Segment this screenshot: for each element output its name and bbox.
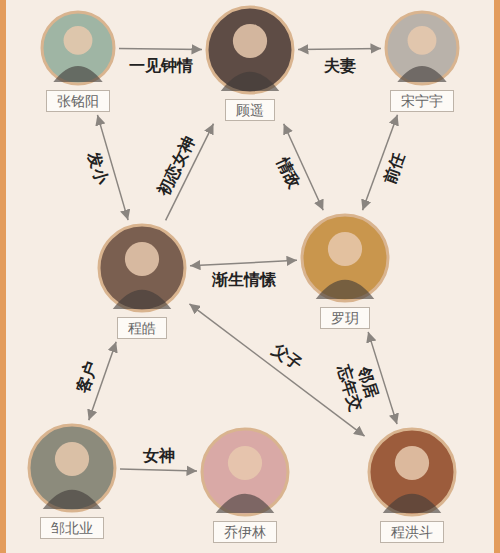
portrait-circle <box>205 5 295 95</box>
portrait-disc <box>207 7 293 93</box>
portrait-face <box>233 24 267 58</box>
portrait-body <box>43 490 102 509</box>
relation-arrow <box>120 469 197 471</box>
character-node: 罗玥 <box>300 213 390 329</box>
portrait-body <box>53 66 102 82</box>
portrait-disc <box>42 12 114 84</box>
portrait-circle <box>300 213 390 303</box>
portrait-disc <box>386 12 458 84</box>
portrait-face <box>408 26 437 55</box>
portrait-body <box>383 494 442 513</box>
portrait-disc <box>99 225 185 311</box>
portrait-body <box>216 494 275 513</box>
portrait-face <box>55 442 89 476</box>
frame-band <box>0 0 6 553</box>
portrait-circle <box>200 427 290 517</box>
relation-label: 夫妻 <box>322 55 358 74</box>
relation-label: 渐生情愫 <box>210 270 278 289</box>
character-node: 邹北业 <box>27 423 117 539</box>
portrait-face <box>328 232 362 266</box>
character-node: 程皓 <box>97 223 187 339</box>
name-label: 邹北业 <box>40 517 104 539</box>
portrait-face <box>64 26 93 55</box>
portrait-circle <box>97 223 187 313</box>
relation-arrow <box>298 48 381 50</box>
portrait-disc <box>369 429 455 515</box>
character-node: 程洪斗 <box>367 427 457 543</box>
character-node: 乔伊林 <box>200 427 290 543</box>
portrait-circle <box>367 427 457 517</box>
name-label: 乔伊林 <box>213 521 277 543</box>
portrait-disc <box>202 429 288 515</box>
portrait-face <box>125 242 159 276</box>
character-node: 顾遥 <box>205 5 295 121</box>
portrait-face <box>228 446 262 480</box>
portrait-face <box>395 446 429 480</box>
name-label: 罗玥 <box>320 307 370 329</box>
frame-band <box>494 0 500 553</box>
portrait-body <box>316 280 375 299</box>
portrait-disc <box>29 425 115 511</box>
relation-label: 女神 <box>141 446 177 465</box>
portrait-body <box>221 72 280 91</box>
portrait-body <box>113 290 172 309</box>
name-label: 顾遥 <box>225 99 275 121</box>
relation-arrow <box>190 260 297 265</box>
character-node: 张铭阳 <box>40 10 116 112</box>
name-label: 宋宁宇 <box>390 90 454 112</box>
portrait-body <box>397 66 446 82</box>
portrait-circle <box>27 423 117 513</box>
name-label: 张铭阳 <box>46 90 110 112</box>
relation-arrow <box>119 48 202 50</box>
character-node: 宋宁宇 <box>384 10 460 112</box>
relation-label: 一见钟情 <box>127 55 195 74</box>
name-label: 程洪斗 <box>380 521 444 543</box>
portrait-circle <box>40 10 116 86</box>
name-label: 程皓 <box>117 317 167 339</box>
portrait-circle <box>384 10 460 86</box>
portrait-disc <box>302 215 388 301</box>
